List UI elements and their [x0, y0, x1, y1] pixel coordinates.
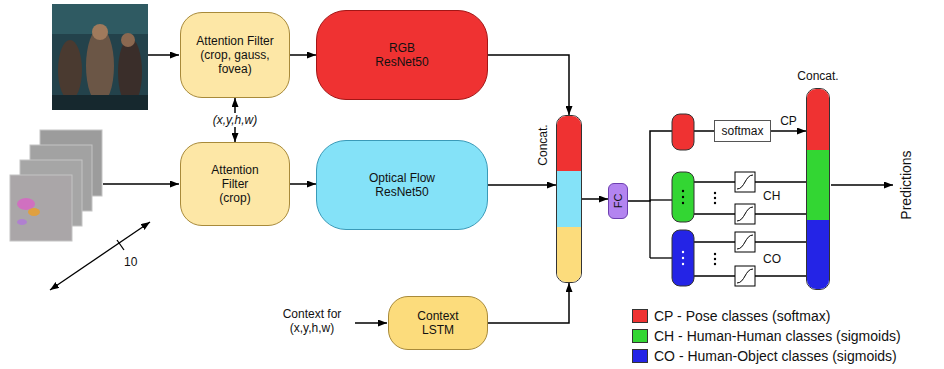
concat-vector: Concat. — [556, 115, 582, 283]
ellipsis-dots — [682, 190, 716, 265]
connector — [290, 54, 316, 56]
connector — [488, 283, 569, 323]
context-input-label: Context for (x,y,h,w) — [272, 307, 352, 335]
connector — [628, 131, 714, 201]
input-arrow — [148, 54, 179, 56]
output-vectors — [672, 114, 694, 286]
legend-text: CP - Pose classes (softmax) — [654, 307, 830, 325]
node-text: Context LSTM — [413, 309, 463, 337]
depth-tick — [117, 240, 124, 250]
legend-row: CO - Human-Object classes (sigmoids) — [632, 346, 901, 366]
class-count-label: CO — [763, 252, 781, 266]
context-lstm-box: Context LSTM — [388, 296, 488, 350]
flow-resnet-box: Optical Flow ResNet50 — [316, 140, 488, 230]
fc-box: FC — [608, 183, 628, 219]
node-text: RGB ResNet50 — [372, 41, 432, 69]
legend-row: CH - Human-Human classes (sigmoids) — [632, 326, 901, 346]
vector-segment — [557, 227, 581, 282]
node-text: Attention Filter (crop) — [205, 163, 265, 205]
vector-segment — [807, 150, 829, 219]
node-text: Concat. — [536, 124, 550, 165]
legend-text: CO - Human-Object classes (sigmoids) — [654, 347, 897, 365]
vector-segment — [807, 220, 829, 289]
vector-body — [806, 88, 830, 290]
vector-segment — [557, 171, 581, 226]
vector-segment — [557, 116, 581, 171]
legend-swatch — [632, 329, 648, 343]
context-input-arrow — [355, 322, 387, 324]
attention-filter-box: Attention Filter (crop, gauss, fovea) — [180, 12, 290, 98]
connector — [582, 198, 608, 200]
depth-arrow — [50, 222, 150, 290]
legend-swatch — [632, 309, 648, 323]
softmax-box: softmax — [714, 120, 771, 142]
legend: CP - Pose classes (softmax) CH - Human-Hu… — [632, 306, 901, 366]
class-count-label: CH — [763, 189, 780, 203]
rgb-resnet-box: RGB ResNet50 — [316, 10, 488, 100]
edge-label: (x,y,h,w) — [211, 113, 259, 127]
attention-filter-box: Attention Filter (crop) — [180, 142, 290, 226]
concat-vector: Concat. — [806, 88, 830, 290]
rgb-frame — [52, 4, 148, 110]
edge-label: CP — [780, 114, 797, 128]
legend-swatch — [632, 349, 648, 363]
connector — [771, 130, 806, 132]
optical-flow-stack — [10, 130, 102, 241]
frame-count: 10 — [124, 255, 137, 269]
vector-segment — [807, 89, 829, 150]
sigmoid-units — [735, 172, 755, 286]
node-text: Concat. — [797, 69, 838, 83]
prediction-arrow — [831, 184, 893, 186]
vector-body — [556, 115, 582, 283]
legend-row: CP - Pose classes (softmax) — [632, 306, 901, 326]
output-label: Predictions — [898, 150, 914, 219]
connector — [290, 183, 316, 185]
node-text: FC — [611, 194, 625, 209]
node-text: softmax — [721, 124, 763, 138]
input-arrow — [103, 183, 179, 185]
connector — [488, 55, 569, 115]
node-text: Optical Flow ResNet50 — [362, 171, 442, 199]
legend-text: CH - Human-Human classes (sigmoids) — [654, 327, 901, 345]
node-text: Attention Filter (crop, gauss, fovea) — [195, 34, 275, 76]
connector — [488, 184, 556, 186]
